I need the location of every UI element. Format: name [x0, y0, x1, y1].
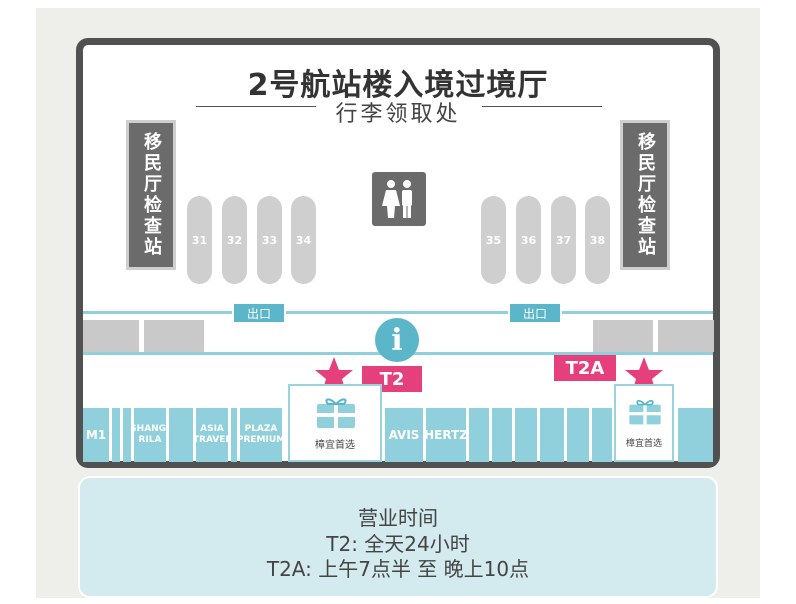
- store-blank-4: [231, 408, 237, 462]
- exit-sign-right: 出口: [508, 302, 562, 324]
- carousel-37: 37: [551, 196, 576, 284]
- shop-label-t2: 樟宜首选: [315, 440, 355, 451]
- store-blank-1: [112, 408, 120, 462]
- shop-changi-selection-t2: 樟宜首选: [288, 384, 382, 462]
- shop-label-t2a: 樟宜首选: [625, 439, 662, 449]
- store-shangrila: SHANG-RILA: [130, 408, 170, 462]
- restroom-sign: [372, 172, 426, 226]
- store-avis: AVIS: [385, 408, 423, 462]
- store-blank-6: [492, 408, 512, 462]
- gift-box-icon: [629, 400, 661, 425]
- store-blank-7: [515, 408, 537, 462]
- floor-plan-frame: [76, 38, 720, 468]
- store-m1: M1: [83, 408, 109, 462]
- immigration-label-right: 移民厅检查站: [635, 132, 656, 258]
- immigration-checkpoint-right: 移民厅检查站: [620, 120, 670, 270]
- star-icon-t2: [315, 357, 353, 393]
- opening-hours-panel: [78, 476, 718, 598]
- gift-box-icon: [317, 398, 355, 428]
- store-asia-travel: ASIA TRAVEL: [193, 408, 231, 462]
- store-hertz: HERTZ: [424, 408, 468, 462]
- information-icon: i: [375, 318, 419, 362]
- carousel-38: 38: [585, 196, 610, 284]
- grey-block-right-1: [593, 320, 653, 352]
- carousel-31: 31: [187, 196, 212, 284]
- shop-changi-selection-t2a: 樟宜首选: [614, 384, 674, 462]
- star-icon-t2a: [625, 357, 663, 393]
- grey-block-right-2: [658, 320, 714, 352]
- store-blank-8: [540, 408, 564, 462]
- exit-sign-left: 出口: [232, 302, 286, 324]
- hours-t2a: T2A: 上午7点半 至 晚上10点: [266, 557, 530, 581]
- restroom-icon: [382, 180, 412, 218]
- store-blank-5: [469, 408, 489, 462]
- subtitle-rule-left: [196, 106, 316, 107]
- carousel-34: 34: [291, 196, 316, 284]
- carousel-36: 36: [516, 196, 541, 284]
- carousel-32: 32: [222, 196, 247, 284]
- store-blank-9: [567, 408, 589, 462]
- carousel-33: 33: [257, 196, 282, 284]
- grey-block-left-1: [83, 320, 139, 352]
- tag-t2a: T2A: [554, 355, 616, 381]
- hours-t2: T2: 全天24小时: [326, 532, 470, 556]
- page-subtitle: 行李领取处: [335, 102, 461, 127]
- store-blank-2: [123, 408, 131, 462]
- immigration-label-left: 移民厅检查站: [141, 132, 162, 258]
- store-blank-3: [169, 408, 193, 462]
- grey-block-left-2: [144, 320, 204, 352]
- store-blank-11: [678, 408, 713, 462]
- exit-corridor-line: [83, 311, 713, 314]
- store-plaza-premium: PLAZA PREMIUM: [237, 408, 285, 462]
- store-blank-10: [592, 408, 612, 462]
- immigration-checkpoint-left: 移民厅检查站: [126, 120, 176, 270]
- carousel-35: 35: [481, 196, 506, 284]
- subtitle-rule-right: [482, 106, 602, 107]
- page-title: 2号航站楼入境过境厅: [247, 68, 549, 103]
- hours-heading: 营业时间: [358, 506, 438, 530]
